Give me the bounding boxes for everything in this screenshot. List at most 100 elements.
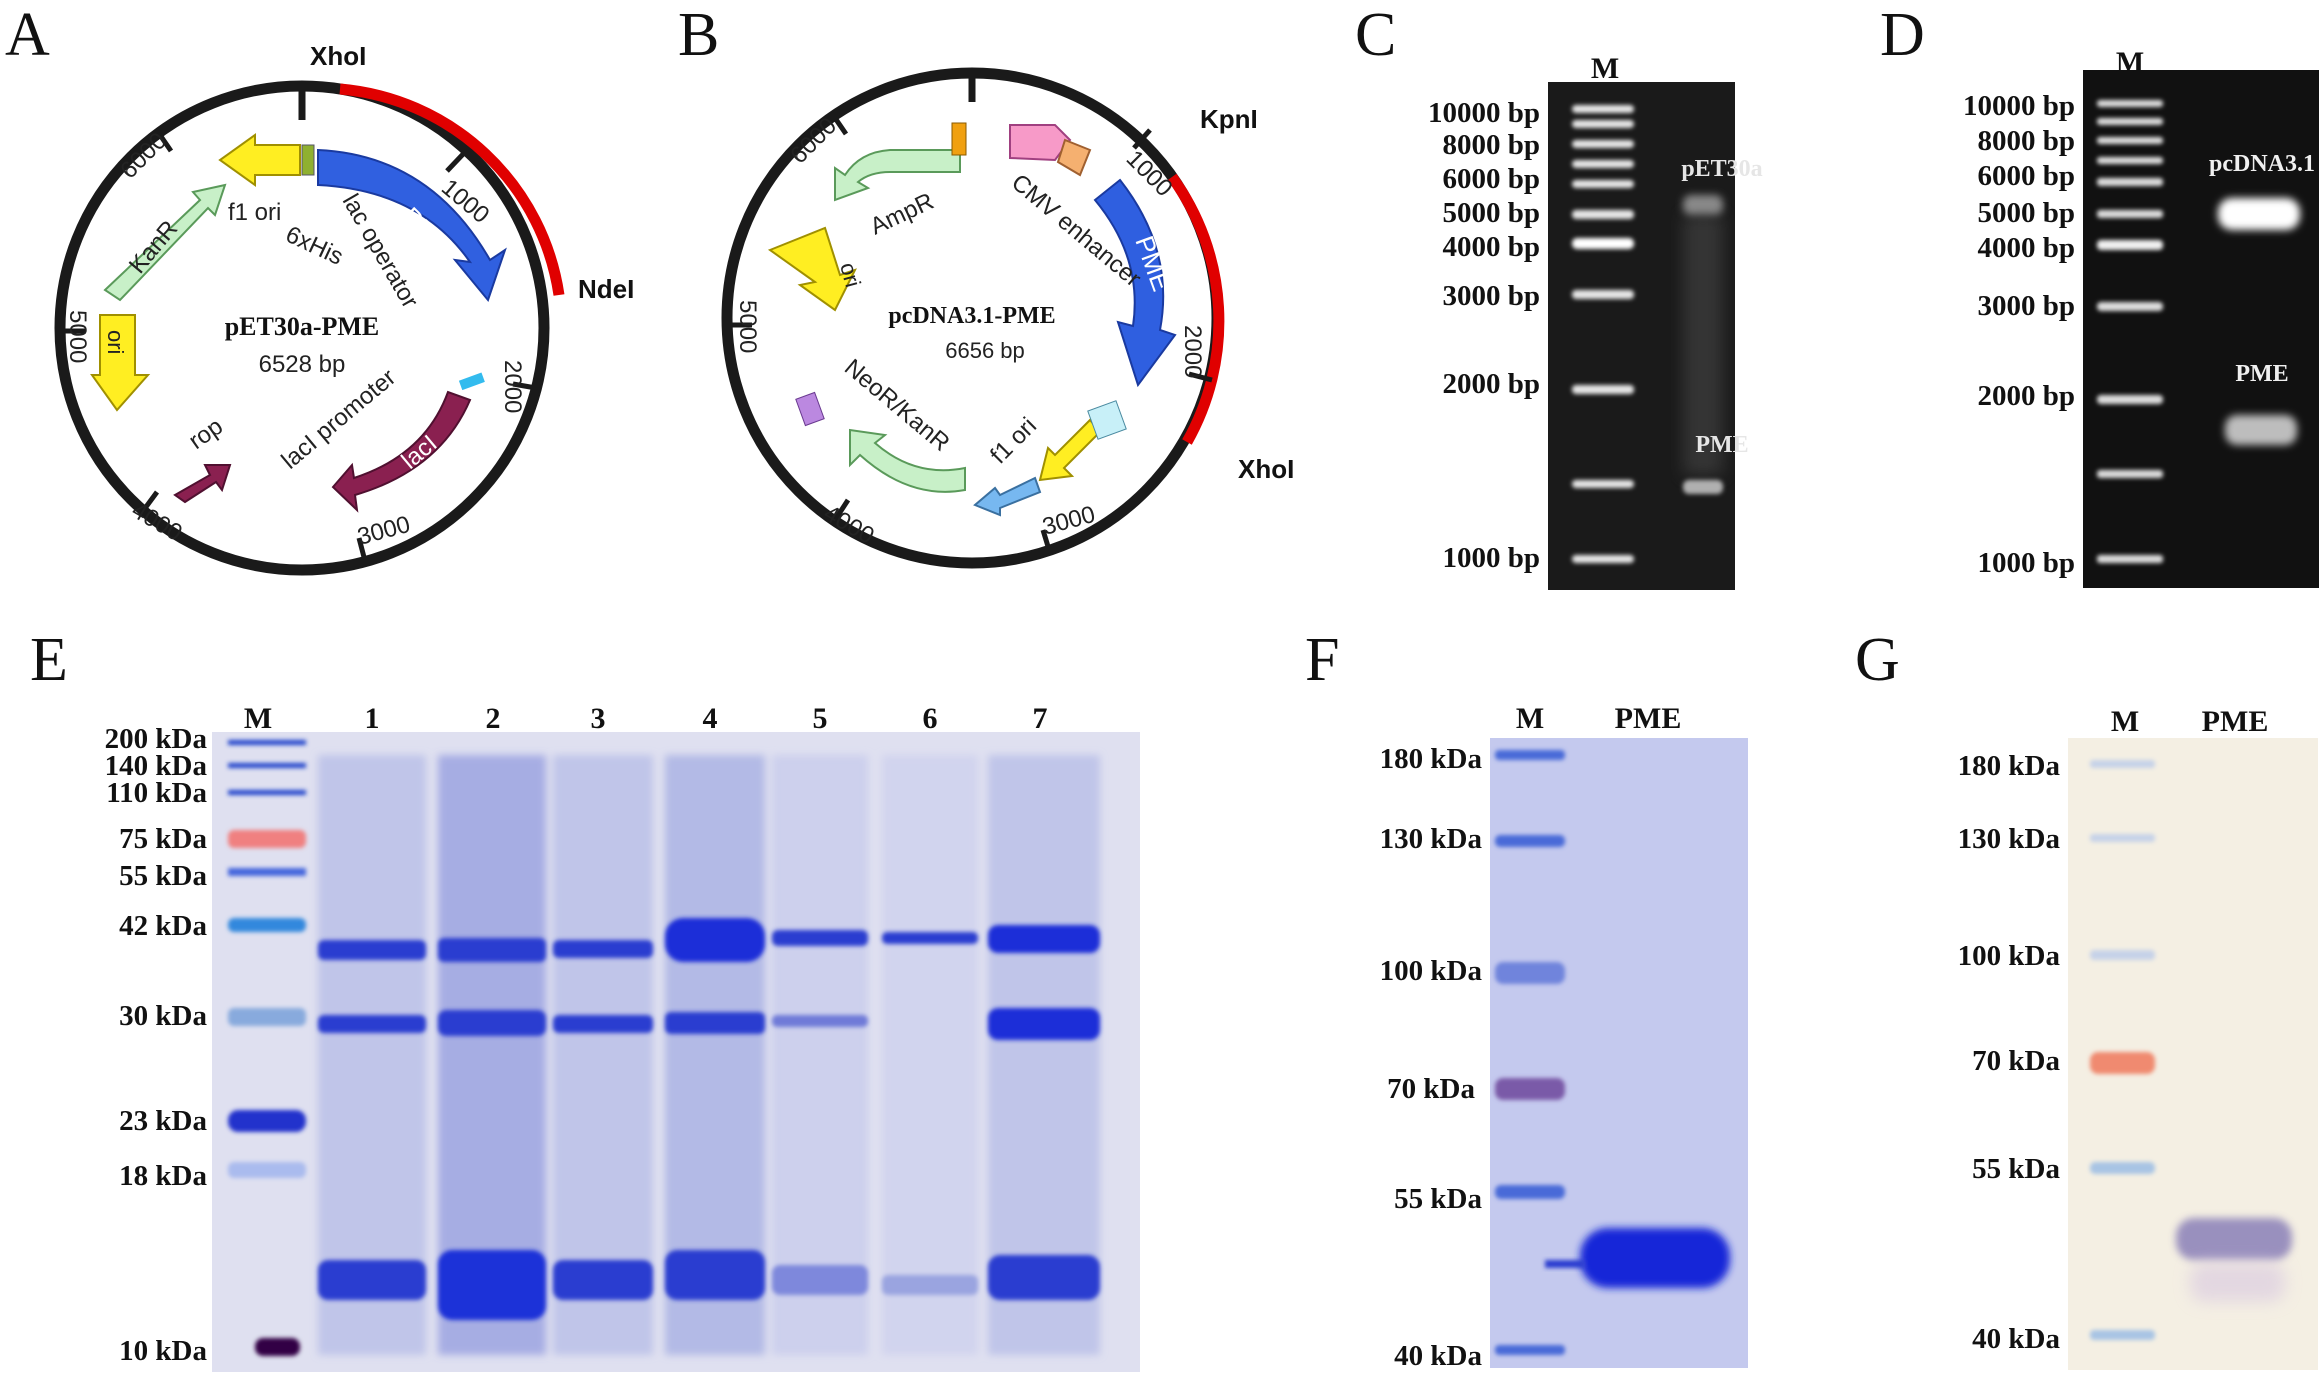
- panel-d: D M pcDNA3.1 PME 10000 bp 8000 bp 6000 b…: [1880, 1, 2319, 588]
- ladder-label-f-100: 100 kDa: [1380, 955, 1483, 987]
- ticks-a: [62, 130, 537, 562]
- ladder-label-d-2000: 2000 bp: [1977, 380, 2075, 412]
- laci-arrow-a: [331, 390, 472, 513]
- his-tag-block-a: [301, 144, 315, 176]
- ladder-label-d-4000: 4000 bp: [1977, 232, 2075, 264]
- bgh-block-b: [1087, 400, 1127, 440]
- band-pme-f: [1580, 1228, 1730, 1288]
- lane-label-e-6: 6: [923, 702, 938, 735]
- ladder-label-d-5000: 5000 bp: [1977, 197, 2075, 229]
- ladder-label-f-70: 70 kDa: [1387, 1073, 1475, 1105]
- ladder-label-e-30: 30 kDa: [119, 1000, 207, 1032]
- his-tag-label-a: 6xHis: [281, 221, 347, 271]
- insert-arc-b: [1167, 173, 1225, 445]
- smear-g: [2190, 1262, 2285, 1302]
- rop-arrow-a: [173, 464, 232, 504]
- ladder-label-f-130: 130 kDa: [1380, 823, 1483, 855]
- f1-ori-label-a: f1 ori: [228, 199, 281, 226]
- ladder-label-c-6000: 6000 bp: [1442, 163, 1540, 195]
- panel-g: G M PME 180 kDa 130 kDa 100 kDa 70 kDa 5…: [1855, 626, 2318, 1370]
- lane-label-e-1: 1: [365, 702, 380, 735]
- ticks-b: [728, 113, 1213, 554]
- smear-c: [1683, 215, 1723, 475]
- ladder-label-c-8000: 8000 bp: [1442, 129, 1540, 161]
- ladder-label-e-75: 75 kDa: [119, 823, 207, 855]
- tick-label-a-5000: 5000: [64, 310, 91, 363]
- ladder-label-d-3000: 3000 bp: [1977, 290, 2075, 322]
- ampr-arrow-b: [834, 149, 961, 202]
- ori-label-a: ori: [103, 330, 128, 354]
- panel-letter-b: B: [678, 1, 719, 69]
- f1-ori-arrow-a: [218, 133, 301, 187]
- ori-arrow-b: [767, 226, 857, 312]
- band-label-pet30a-c: pET30a: [1681, 156, 1762, 182]
- ladder-label-c-2000: 2000 bp: [1442, 368, 1540, 400]
- pme-arrow-b: [1093, 178, 1177, 388]
- ladder-label-e-18: 18 kDa: [119, 1160, 207, 1192]
- panel-letter-d: D: [1880, 1, 1925, 69]
- ladder-label-e-42: 42 kDa: [119, 910, 207, 942]
- lane-label-f-pme: PME: [1615, 702, 1682, 735]
- ladder-label-f-40: 40 kDa: [1394, 1340, 1482, 1372]
- lane-label-f-m: M: [1516, 702, 1544, 735]
- panel-letter-f: F: [1305, 626, 1339, 694]
- rop-label-a: rop: [184, 413, 228, 455]
- panel-a: A 1000 2000 3000 4000 5000 6000 XhoI Nde…: [5, 1, 634, 576]
- lane-label-g-pme: PME: [2202, 705, 2269, 738]
- panel-letter-g: G: [1855, 626, 1900, 694]
- ladder-label-e-10: 10 kDa: [119, 1335, 207, 1367]
- ladder-label-g-100: 100 kDa: [1958, 940, 2061, 972]
- lane-label-e-2: 2: [486, 702, 501, 735]
- plasmid-name-a: pET30a-PME: [225, 312, 380, 341]
- lane-label-e-m: M: [244, 702, 272, 735]
- lane-m-d: M: [2116, 46, 2144, 79]
- panel-letter-a: A: [5, 1, 50, 69]
- marker-bands-g: [2090, 760, 2155, 1340]
- sv40-block-b: [795, 391, 825, 427]
- site-xhoi-b: XhoI: [1238, 454, 1294, 484]
- band-pme-d: [2225, 415, 2297, 445]
- band-label-pcdna-d: pcDNA3.1: [2209, 151, 2315, 177]
- marker-bands-e: [228, 740, 306, 1356]
- panel-e: E M 1 2 3 4 5 6 7: [30, 626, 1140, 1372]
- ladder-label-e-55: 55 kDa: [119, 860, 207, 892]
- neor-kanr-arrow-b: [849, 428, 966, 493]
- ladder-label-f-55: 55 kDa: [1394, 1183, 1482, 1215]
- panel-letter-c: C: [1355, 1, 1396, 69]
- ladder-label-e-110: 110 kDa: [106, 777, 207, 809]
- promoter-arrow-b: [973, 476, 1042, 517]
- sample-lanes-e: [318, 755, 1100, 1355]
- plasmid-size-b: 6656 bp: [945, 338, 1025, 363]
- ladder-label-d-8000: 8000 bp: [1977, 125, 2075, 157]
- lane-label-e-3: 3: [591, 702, 606, 735]
- marker-bands-f: [1495, 750, 1565, 1355]
- promoter-block-a: [458, 372, 485, 391]
- ladder-label-c-4000: 4000 bp: [1442, 231, 1540, 263]
- site-xhoi-a: XhoI: [310, 41, 366, 71]
- band-label-pme-d: PME: [2235, 361, 2288, 387]
- band-pcdna-d: [2218, 198, 2300, 230]
- ladder-bands-c: [1572, 105, 1634, 563]
- site-kpni-b: KpnI: [1200, 104, 1258, 134]
- panel-f: F M PME 180 kDa 130 kDa 100 kDa 70 kDa 5…: [1305, 626, 1748, 1372]
- band-pme-g: [2176, 1218, 2292, 1260]
- tick-label-a-2000: 2000: [499, 360, 526, 413]
- ladder-label-c-5000: 5000 bp: [1442, 197, 1540, 229]
- plasmid-size-a: 6528 bp: [259, 351, 346, 378]
- panel-letter-e: E: [30, 626, 68, 694]
- pme-arrow-a: [317, 148, 507, 303]
- plasmid-name-b: pcDNA3.1-PME: [888, 303, 1055, 329]
- ladder-label-g-40: 40 kDa: [1972, 1323, 2060, 1355]
- ladder-label-c-3000: 3000 bp: [1442, 280, 1540, 312]
- tick-label-b-5000: 5000: [734, 300, 761, 353]
- lane-label-e-4: 4: [703, 702, 718, 735]
- ampr-promoter-block-b: [951, 122, 967, 156]
- band-pme-c: [1683, 480, 1723, 494]
- insert-arc-a: [339, 83, 565, 296]
- ladder-label-d-1000: 1000 bp: [1977, 547, 2075, 579]
- ladder-label-g-55: 55 kDa: [1972, 1153, 2060, 1185]
- f1-ori-arrow-b: [1038, 418, 1102, 482]
- ladder-label-e-23: 23 kDa: [119, 1105, 207, 1137]
- band-pet30a-c: [1683, 195, 1723, 215]
- ladder-label-e-140: 140 kDa: [105, 750, 208, 782]
